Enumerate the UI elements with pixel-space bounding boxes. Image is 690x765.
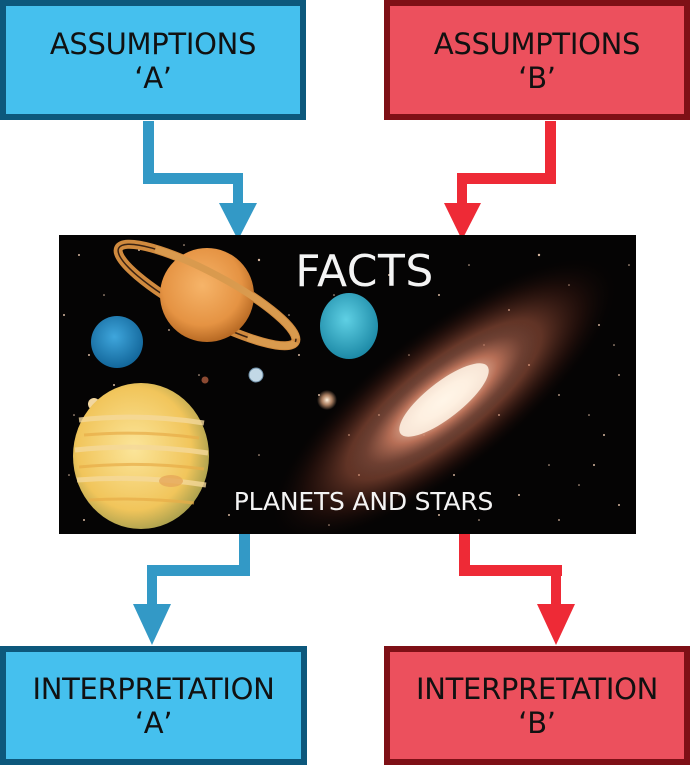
arrow-facts-to-interpretation-a: [133, 530, 250, 645]
arrow-assumptions-b-to-facts: [444, 121, 556, 240]
assumptions-b-box: ASSUMPTIONS ‘B’: [384, 0, 690, 120]
arrow-assumptions-a-to-facts: [143, 121, 257, 240]
assumptions-a-label: ASSUMPTIONS: [49, 27, 257, 61]
interpretation-b-letter: ‘B’: [518, 705, 556, 740]
neptune-planet: [91, 316, 143, 368]
interpretation-a-label: INTERPRETATION: [32, 671, 275, 706]
facts-subtitle: PLANETS AND STARS: [233, 487, 494, 516]
mars-planet: [201, 376, 209, 384]
assumptions-b-letter: ‘B’: [518, 61, 556, 95]
bright-star: [317, 390, 337, 410]
facts-title: FACTS: [295, 246, 434, 297]
interpretation-b-box: INTERPRETATION ‘B’: [384, 646, 690, 765]
arrow-facts-to-interpretation-b: [459, 530, 575, 645]
interpretation-a-box: INTERPRETATION ‘A’: [0, 646, 307, 765]
assumptions-a-letter: ‘A’: [134, 61, 172, 95]
facts-image-panel: FACTS PLANETS AND STARS: [59, 235, 636, 534]
galaxy: [272, 259, 616, 534]
assumptions-a-box: ASSUMPTIONS ‘A’: [0, 0, 306, 120]
assumptions-b-label: ASSUMPTIONS: [433, 27, 641, 61]
space-illustration: [59, 235, 636, 534]
saturn-planet: [113, 239, 301, 351]
uranus-planet: [320, 293, 378, 359]
jupiter-planet: [73, 383, 209, 529]
earth-planet: [248, 367, 264, 383]
interpretation-b-label: INTERPRETATION: [415, 671, 659, 706]
interpretation-a-letter: ‘A’: [134, 705, 173, 740]
